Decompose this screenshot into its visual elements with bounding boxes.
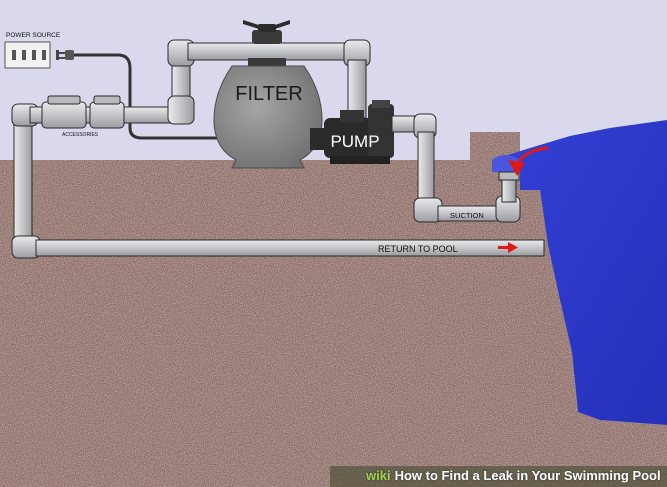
filter-tank [213,65,323,169]
footer-bar [330,466,667,487]
suction-flow-arrow [508,146,549,176]
pump-body [310,100,394,164]
filter-valve [243,20,290,66]
pump-outlet-pipe [347,59,367,119]
suction-label: SUCTION [450,211,484,220]
accessories-label: ACCESSORIES [62,132,99,138]
power-plug [56,50,74,60]
power-source-box [4,41,51,69]
power-cord [74,53,322,140]
suction-vertical-pipe [417,131,435,209]
footer-title: How to Find a Leak in Your Swimming Pool [394,468,661,483]
accessory-fittings [41,95,125,129]
left-vertical-pipe [13,117,33,251]
top-horizontal-pipe [187,42,361,61]
filter-label: FILTER [235,83,302,105]
pump-label: PUMP [330,132,379,151]
return-flow-arrow [498,242,518,253]
return-to-pool-pipe [35,239,545,257]
suction-intake-drain [498,171,520,181]
footer-brand: wiki [366,468,391,483]
return-to-pool-label: RETURN TO POOL [378,244,458,254]
riser-elbow-bottom [167,95,195,125]
power-source-label: POWER SOURCE [6,32,61,39]
